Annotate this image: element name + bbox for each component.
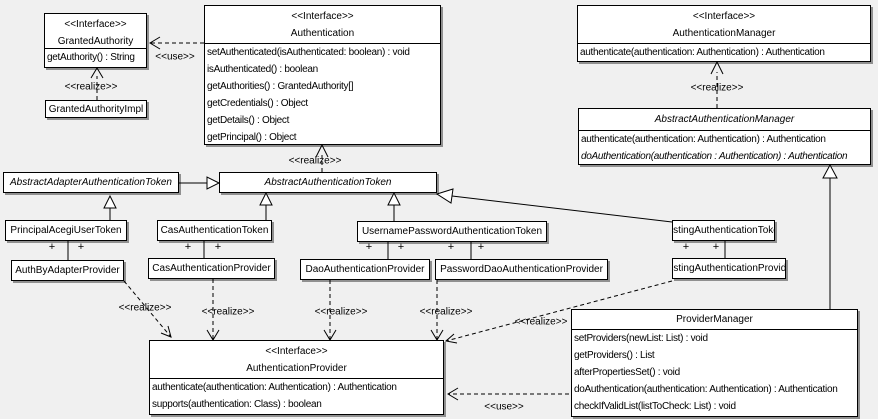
class-provider-manager[interactable]: ProviderManager setProviders(newList: Li… <box>571 309 858 417</box>
stereotype-label: <<Interface>> <box>265 346 328 357</box>
class-auth-by-adapter-provider[interactable]: AuthByAdapterProvider <box>11 260 124 281</box>
method: authenticate(authentication: Authenticat… <box>152 382 397 393</box>
class-password-dao-authentication-provider[interactable]: PasswordDaoAuthenticationProvider <box>435 259 608 280</box>
association-end-plus: + <box>447 241 455 253</box>
methods-compartment: getAuthority() : String <box>45 48 146 66</box>
class-name: AuthenticationProvider <box>246 363 347 374</box>
class-name: GrantedAuthority <box>57 36 134 47</box>
stereotype-label: <<Interface>> <box>64 19 127 30</box>
class-abstract-authentication-token[interactable]: AbstractAuthenticationToken <box>219 172 437 193</box>
class-granted-authority[interactable]: <<Interface>> GrantedAuthority getAuthor… <box>44 13 147 68</box>
method: supports(authentication: Class) : boolea… <box>152 399 322 410</box>
class-name: TestingAuthenticationToken <box>673 225 774 236</box>
edge-generalization-adapter-token <box>179 176 221 190</box>
method: setAuthenticated(isAuthenticated: boolea… <box>207 47 410 58</box>
realize-stereotype-label: <<realize>> <box>64 81 118 93</box>
class-abstract-authentication-manager[interactable]: AbstractAuthenticationManager authentica… <box>578 108 871 165</box>
stereotype-label: <<Interface>> <box>692 11 756 22</box>
use-stereotype-label: <<use>> <box>484 401 524 413</box>
class-principal-acegi-user-token[interactable]: PrincipalAcegiUserToken <box>5 220 127 241</box>
edge-generalization-principal-token <box>103 194 117 220</box>
class-testing-authentication-provider[interactable]: TestingAuthenticationProvider <box>672 258 786 279</box>
method: getAuthorities() : GrantedAuthority[] <box>207 81 354 92</box>
class-header: <<Interface>> Authentication <box>205 6 440 43</box>
edge-generalization-testing-token <box>435 188 673 223</box>
class-username-password-authentication-token[interactable]: UsernamePasswordAuthenticationToken <box>357 221 547 242</box>
association-end-plus: + <box>184 241 192 253</box>
methods-compartment: authenticate(authentication: Authenticat… <box>579 130 870 165</box>
class-header: <<Interface>> GrantedAuthority <box>45 14 146 48</box>
method: checkIfValidList(listToCheck: List) : vo… <box>574 401 736 412</box>
realize-stereotype-label: <<realize>> <box>514 316 568 328</box>
use-stereotype-label: <<use>> <box>155 51 195 63</box>
methods-compartment: setAuthenticated(isAuthenticated: boolea… <box>205 43 440 146</box>
class-authentication-provider[interactable]: <<Interface>> AuthenticationProvider aut… <box>149 340 444 415</box>
realize-stereotype-label: <<realize>> <box>690 82 744 94</box>
class-abstract-adapter-authentication-token[interactable]: AbstractAdapterAuthenticationToken <box>3 172 179 193</box>
class-header: ProviderManager <box>572 310 857 329</box>
class-name: AuthenticationManager <box>672 28 776 39</box>
class-name: AbstractAuthenticationManager <box>654 114 795 125</box>
class-name: AbstractAdapterAuthenticationToken <box>10 177 172 188</box>
class-name: UsernamePasswordAuthenticationToken <box>361 226 543 237</box>
class-header: AbstractAuthenticationManager <box>579 109 870 130</box>
edge-generalization-provider-manager <box>822 163 838 309</box>
method: afterPropertiesSet() : void <box>574 367 680 378</box>
class-header: <<Interface>> AuthenticationManager <box>578 6 870 43</box>
class-name: TestingAuthenticationProvider <box>673 263 785 274</box>
methods-compartment: authenticate(authentication: Authenticat… <box>150 378 443 413</box>
association-end-plus: + <box>365 241 373 253</box>
methods-compartment: authenticate(authentication: Authenticat… <box>578 43 870 62</box>
class-cas-authentication-provider[interactable]: CasAuthenticationProvider <box>148 258 275 279</box>
class-name: PasswordDaoAuthenticationProvider <box>440 264 603 275</box>
class-cas-authentication-token[interactable]: CasAuthenticationToken <box>157 220 272 241</box>
association-end-plus: + <box>477 241 485 253</box>
association-end-plus: + <box>214 241 222 253</box>
realize-stereotype-label: <<realize>> <box>288 155 342 167</box>
method: authenticate(authentication: Authenticat… <box>580 47 825 58</box>
method: setProviders(newList: List) : void <box>574 333 708 344</box>
method: getCredentials() : Object <box>207 98 308 109</box>
edge-use-authentication-granted-authority <box>149 36 204 50</box>
method: getProviders() : List <box>574 350 655 361</box>
class-granted-authority-impl[interactable]: GrantedAuthorityImpl <box>45 100 147 118</box>
class-authentication-manager[interactable]: <<Interface>> AuthenticationManager auth… <box>577 5 871 62</box>
realize-stereotype-label: <<realize>> <box>118 302 172 314</box>
method: doAuthentication(authentication: Authent… <box>574 384 838 395</box>
class-name: GrantedAuthorityImpl <box>48 103 144 115</box>
stereotype-label: <<Interface>> <box>291 11 354 22</box>
method: getPrincipal() : Object <box>207 132 297 143</box>
association-end-plus: + <box>682 241 690 253</box>
class-name: CasAuthenticationProvider <box>152 263 271 274</box>
association-end-plus: + <box>397 241 405 253</box>
method: getDetails() : Object <box>207 115 290 126</box>
edge-use-provider-manager-authentication-provider <box>447 387 569 401</box>
method: getAuthority() : String <box>47 52 135 63</box>
class-name: DaoAuthenticationProvider <box>305 264 425 275</box>
method: isAuthenticated() : boolean <box>207 64 318 75</box>
class-name: ProviderManager <box>676 314 753 325</box>
edge-generalization-cas-token <box>259 191 273 220</box>
method: doAuthentication(authentication : Authen… <box>581 151 848 162</box>
realize-stereotype-label: <<realize>> <box>314 306 368 318</box>
realize-stereotype-label: <<realize>> <box>201 306 255 318</box>
class-authentication[interactable]: <<Interface>> Authentication setAuthenti… <box>204 5 441 145</box>
class-name: AbstractAuthenticationToken <box>264 177 392 188</box>
class-name: CasAuthenticationToken <box>160 225 269 236</box>
association-end-plus: + <box>77 241 85 253</box>
association-end-plus: + <box>48 241 56 253</box>
method: authenticate(authentication: Authenticat… <box>581 134 826 145</box>
class-testing-authentication-token[interactable]: TestingAuthenticationToken <box>672 220 775 241</box>
class-name: PrincipalAcegiUserToken <box>10 225 122 236</box>
class-name: AuthByAdapterProvider <box>15 265 120 276</box>
edge-generalization-username-password-token <box>387 191 401 221</box>
class-header: <<Interface>> AuthenticationProvider <box>150 341 443 378</box>
class-name: Authentication <box>290 28 355 39</box>
realize-stereotype-label: <<realize>> <box>419 306 473 318</box>
association-end-plus: + <box>712 241 720 253</box>
methods-compartment: setProviders(newList: List) : void getPr… <box>572 329 857 415</box>
class-dao-authentication-provider[interactable]: DaoAuthenticationProvider <box>300 259 430 280</box>
